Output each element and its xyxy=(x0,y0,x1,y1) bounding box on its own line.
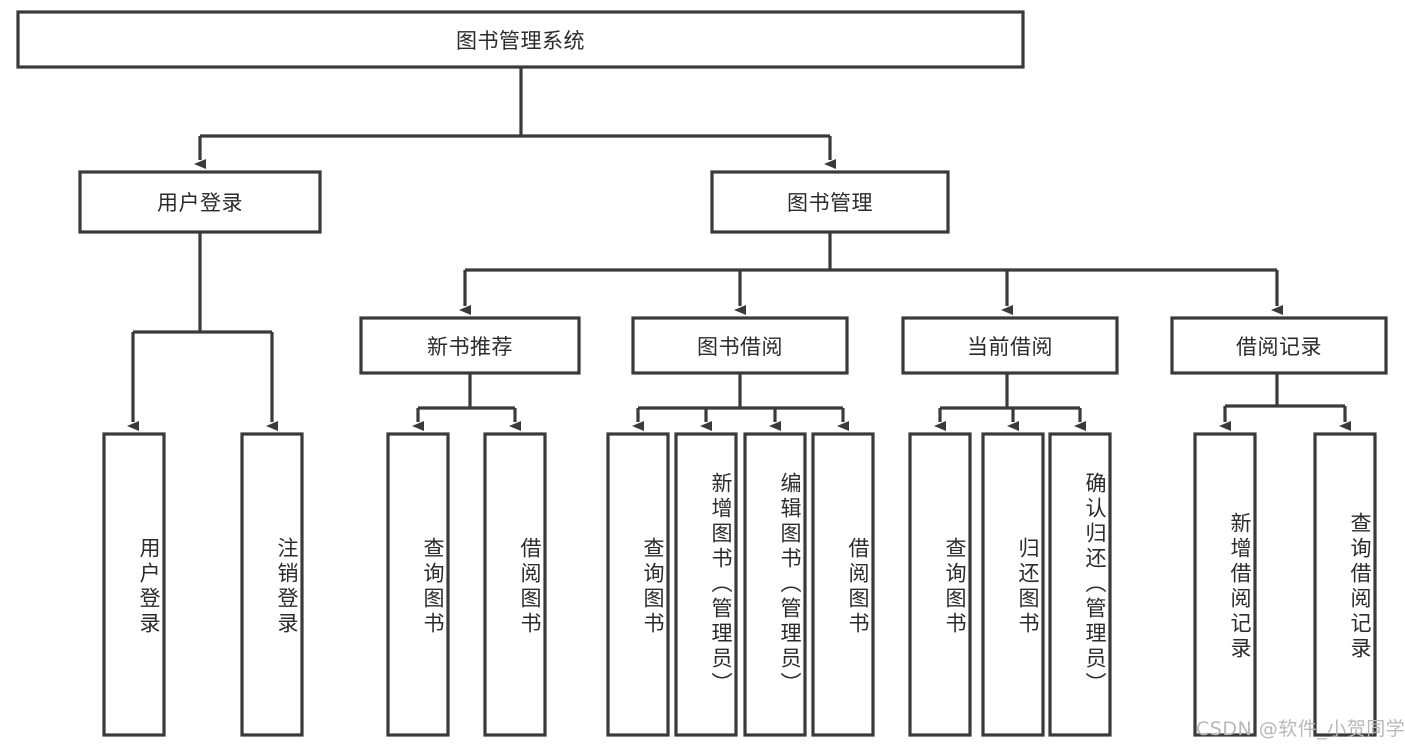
node-box-leaf-query-book-cb[interactable] xyxy=(908,432,972,737)
node-box-borrow-record[interactable] xyxy=(1170,316,1388,375)
node-box-leaf-confirm-return[interactable] xyxy=(1048,432,1112,737)
node-box-leaf-logout[interactable] xyxy=(240,432,304,737)
node-box-leaf-user-login[interactable] xyxy=(102,432,166,737)
node-box-leaf-query-book-rec[interactable] xyxy=(386,432,450,737)
node-box-book-manage[interactable] xyxy=(710,170,950,234)
node-box-leaf-return-book[interactable] xyxy=(981,432,1045,737)
node-box-leaf-borrow-book-rec[interactable] xyxy=(483,432,547,737)
node-box-leaf-edit-book[interactable] xyxy=(743,432,807,737)
node-box-leaf-query-record[interactable] xyxy=(1313,432,1377,737)
node-box-root[interactable] xyxy=(16,10,1025,69)
node-box-user-login[interactable] xyxy=(78,170,322,234)
watermark: CSDN @软件_小贺同学 xyxy=(1196,718,1405,740)
node-box-book-borrow[interactable] xyxy=(631,316,849,375)
node-box-current-borrow[interactable] xyxy=(901,316,1119,375)
node-box-leaf-add-book[interactable] xyxy=(674,432,738,737)
node-box-leaf-query-book-bb[interactable] xyxy=(606,432,670,737)
node-box-leaf-add-record[interactable] xyxy=(1193,432,1257,737)
node-box-new-book-rec[interactable] xyxy=(359,316,581,375)
node-box-leaf-borrow-book-bb[interactable] xyxy=(811,432,875,737)
